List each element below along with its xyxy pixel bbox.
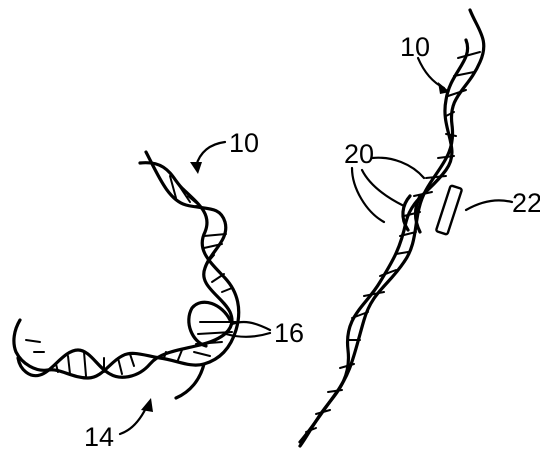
left-rung (203, 243, 223, 249)
right-helix-rungs (305, 51, 481, 433)
right-rung (437, 155, 455, 159)
left-rung (117, 357, 123, 375)
label-20: 20 (344, 139, 374, 169)
arrowhead-icon (438, 82, 450, 94)
label-14: 14 (84, 422, 114, 450)
label-16: 16 (274, 318, 304, 348)
left-rung (67, 355, 71, 375)
left-rung (129, 353, 135, 367)
right-rung (447, 89, 467, 97)
right-rung (395, 251, 409, 255)
left-rung (83, 351, 87, 377)
right-rung (457, 51, 481, 59)
right-rung (453, 71, 475, 77)
label-22: 22 (512, 188, 540, 218)
arrowhead-icon (190, 162, 202, 174)
left-rung (195, 341, 223, 345)
left-dna-helix (12, 150, 241, 400)
left-rung (177, 349, 183, 361)
left-rung (187, 195, 201, 207)
right-rung (339, 363, 355, 369)
left-rung (163, 351, 167, 359)
label-right-10: 10 (400, 32, 430, 62)
left-rung (195, 205, 215, 211)
arrowhead-icon (141, 398, 153, 412)
right-rung (363, 291, 385, 297)
leader-16-upper (230, 320, 272, 332)
left-rung (55, 363, 59, 373)
left-helix-loop (187, 300, 232, 348)
left-rung (207, 254, 215, 263)
leader-22 (464, 199, 514, 212)
leader-20-b (360, 168, 406, 208)
left-rung (221, 287, 233, 293)
right-rung (413, 191, 433, 197)
binding-site-stroke (401, 194, 412, 232)
right-rung (379, 269, 397, 277)
leader-14 (118, 406, 148, 436)
binding-site-stroke (413, 194, 422, 234)
reference-numerals: 10 10 16 14 20 22 (84, 32, 540, 450)
left-rung (203, 233, 227, 237)
left-rung (169, 175, 177, 199)
leader-16-lower (224, 331, 272, 338)
left-rung (197, 331, 233, 335)
right-rung (403, 211, 421, 217)
right-rung (425, 175, 447, 179)
right-rung (351, 311, 369, 319)
leader-20-a (370, 156, 426, 180)
right-rung (327, 389, 343, 393)
left-helix-strand-a (12, 161, 241, 380)
right-rung (305, 427, 317, 433)
left-rung (25, 339, 41, 343)
left-helix-rungs (25, 175, 237, 377)
right-dna-helix (298, 8, 486, 448)
right-rung (399, 231, 417, 237)
callout-leaders (118, 56, 514, 436)
label-left-10: 10 (229, 128, 259, 158)
right-helix-strand-b (298, 38, 470, 448)
left-rung (211, 273, 225, 283)
left-helix-tail-strand (174, 362, 206, 400)
right-rung (315, 409, 331, 415)
right-rung (445, 133, 457, 137)
left-rung (193, 351, 211, 357)
probe-22-rect (435, 184, 463, 236)
left-rung (177, 183, 191, 203)
leader-right-10 (416, 56, 446, 90)
leader-20-c (350, 166, 386, 224)
right-rung (445, 111, 455, 117)
